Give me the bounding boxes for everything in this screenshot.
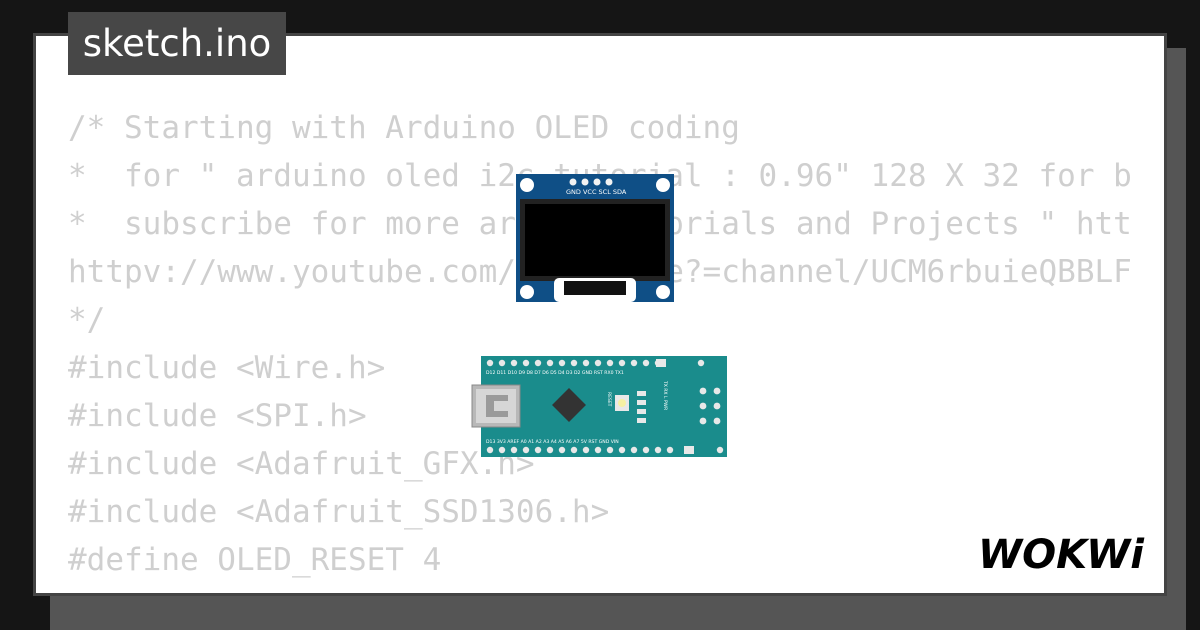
code-line: /* Starting with Arduino OLED coding (68, 110, 740, 146)
usb-icon (486, 395, 508, 417)
oled-ribbon (564, 281, 626, 295)
bottom-pin-labels: D13 3V3 AREF A0 A1 A2 A3 A4 A5 A6 A7 5V … (486, 439, 619, 445)
usb-connector-inner (476, 389, 516, 423)
wokwi-logo: WOKWi (978, 532, 1145, 576)
led-tx (637, 391, 646, 396)
code-line: #include <Adafruit_GFX.h> (68, 446, 535, 482)
pin-gnd[interactable] (569, 178, 577, 186)
code-preview-frame: /* Starting with Arduino OLED coding* fo… (33, 33, 1167, 596)
code-line: #include <SPI.h> (68, 398, 367, 434)
mounting-hole (656, 178, 670, 192)
mounting-hole (520, 285, 534, 299)
nano-pcb (481, 356, 727, 457)
top-pin-labels: D12 D11 D10 D9 D8 D7 D6 D5 D4 D3 D2 GND … (486, 370, 624, 376)
pin-sda[interactable] (605, 178, 613, 186)
arduino-nano-board[interactable]: D12 D11 D10 D9 D8 D7 D6 D5 D4 D3 D2 GND … (470, 355, 728, 458)
reset-label: RESET (606, 392, 612, 407)
icsp-header (699, 387, 721, 425)
code-line: #include <Wire.h> (68, 350, 386, 386)
oled-screen (525, 204, 665, 276)
wokwi-wordmark: WOKWi (978, 532, 1145, 576)
top-header-pins (486, 359, 705, 367)
pin-vcc[interactable] (581, 178, 589, 186)
pin-scl[interactable] (593, 178, 601, 186)
bottom-header-pins (486, 446, 724, 454)
code-line: #include <Adafruit_SSD1306.h> (68, 494, 610, 530)
filename-tab[interactable]: sketch.ino (68, 12, 286, 75)
led-rx (637, 400, 646, 405)
oled-pin-labels: GND VCC SCL SDA (566, 188, 627, 196)
led-l (637, 409, 646, 414)
code-line: #define OLED_RESET 4 (68, 542, 442, 578)
led-labels: TX RX L PWR (662, 380, 668, 410)
mounting-hole (656, 285, 670, 299)
led-pwr (637, 418, 646, 423)
mounting-hole (520, 178, 534, 192)
reset-button-cap[interactable] (618, 399, 626, 407)
code-line: Adafruit_SSD1306 display(OLED_RESET); (68, 584, 1133, 593)
code-line: */ (68, 302, 106, 338)
oled-display-module[interactable]: GND VCC SCL SDA (516, 174, 674, 302)
